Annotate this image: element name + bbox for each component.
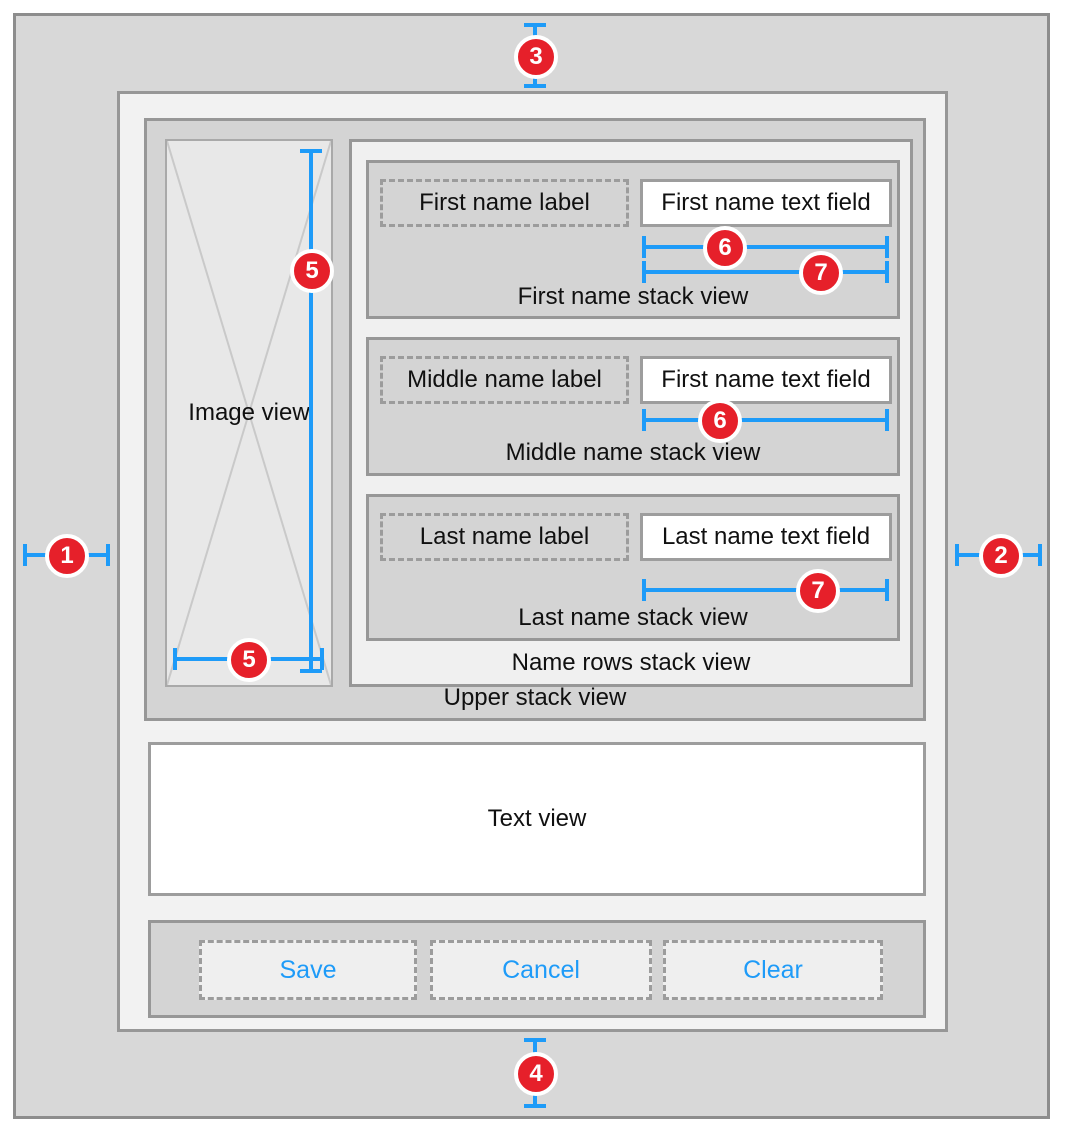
constraint-badge-5: 5: [290, 249, 334, 293]
constraint-badge-7: 7: [796, 569, 840, 613]
root-view: Image view 5 5 First name label First na…: [117, 91, 948, 1032]
cancel-button[interactable]: Cancel: [430, 940, 652, 1000]
upper-stack-view: Image view 5 5 First name label First na…: [144, 118, 926, 721]
name-rows-stack-view-caption: Name rows stack view: [511, 649, 751, 676]
clear-button-label: Clear: [743, 955, 803, 984]
first-name-label-text: First name label: [419, 189, 590, 216]
cancel-button-label: Cancel: [502, 955, 580, 984]
image-view-caption: Image view: [188, 399, 310, 426]
top-margin-dimension: 3: [514, 23, 558, 88]
upper-stack-view-caption: Upper stack view: [443, 684, 627, 711]
bottom-margin-dimension: 4: [514, 1038, 558, 1108]
first-name-stack-view: First name label First name text field 6…: [366, 160, 900, 319]
name-rows-stack-view: First name label First name text field 6…: [349, 139, 913, 687]
constraint-badge-5: 5: [227, 638, 271, 682]
constraint-badge-3: 3: [514, 35, 558, 79]
constraint-badge-7: 7: [799, 251, 843, 295]
middle-name-stack-view: Middle name label First name text field …: [366, 337, 900, 476]
middle-name-stack-view-caption: Middle name stack view: [505, 439, 761, 466]
text-view-caption: Text view: [487, 805, 587, 832]
constraint-badge-6: 6: [698, 399, 742, 443]
field-width-dimension-6: 6: [642, 226, 889, 270]
middle-name-label-box: Middle name label: [380, 356, 629, 404]
last-name-stack-view-caption: Last name stack view: [518, 604, 748, 631]
image-width-dimension: 5: [173, 638, 324, 682]
first-name-stack-view-caption: First name stack view: [517, 283, 749, 310]
last-name-label-box: Last name label: [380, 513, 629, 561]
save-button-label: Save: [279, 955, 337, 984]
last-name-text-field[interactable]: Last name text field: [640, 513, 892, 561]
first-name-text-field-text: First name text field: [661, 189, 871, 216]
trailing-margin-dimension: 2: [955, 534, 1042, 578]
save-button[interactable]: Save: [199, 940, 417, 1000]
image-height-dimension: 5: [290, 149, 334, 673]
constraint-badge-6: 6: [703, 226, 747, 270]
last-name-stack-view: Last name label Last name text field 7 L…: [366, 494, 900, 641]
field-width-dimension-6: 6: [642, 399, 889, 443]
middle-name-label-text: Middle name label: [407, 366, 602, 393]
constraint-badge-1: 1: [45, 534, 89, 578]
first-name-text-field[interactable]: First name text field: [640, 179, 892, 227]
middle-name-text-field-text: First name text field: [661, 366, 871, 393]
constraint-badge-2: 2: [979, 534, 1023, 578]
first-name-label-box: First name label: [380, 179, 629, 227]
last-name-label-text: Last name label: [419, 523, 590, 550]
leading-margin-dimension: 1: [23, 534, 110, 578]
constraint-badge-4: 4: [514, 1052, 558, 1096]
last-name-text-field-text: Last name text field: [661, 523, 871, 550]
text-view[interactable]: Text view: [148, 742, 926, 896]
field-width-dimension-7: 7: [642, 251, 889, 295]
middle-name-text-field[interactable]: First name text field: [640, 356, 892, 404]
button-stack-view: Save Cancel Clear: [148, 920, 926, 1018]
field-width-dimension-7: 7: [642, 569, 889, 613]
clear-button[interactable]: Clear: [663, 940, 883, 1000]
